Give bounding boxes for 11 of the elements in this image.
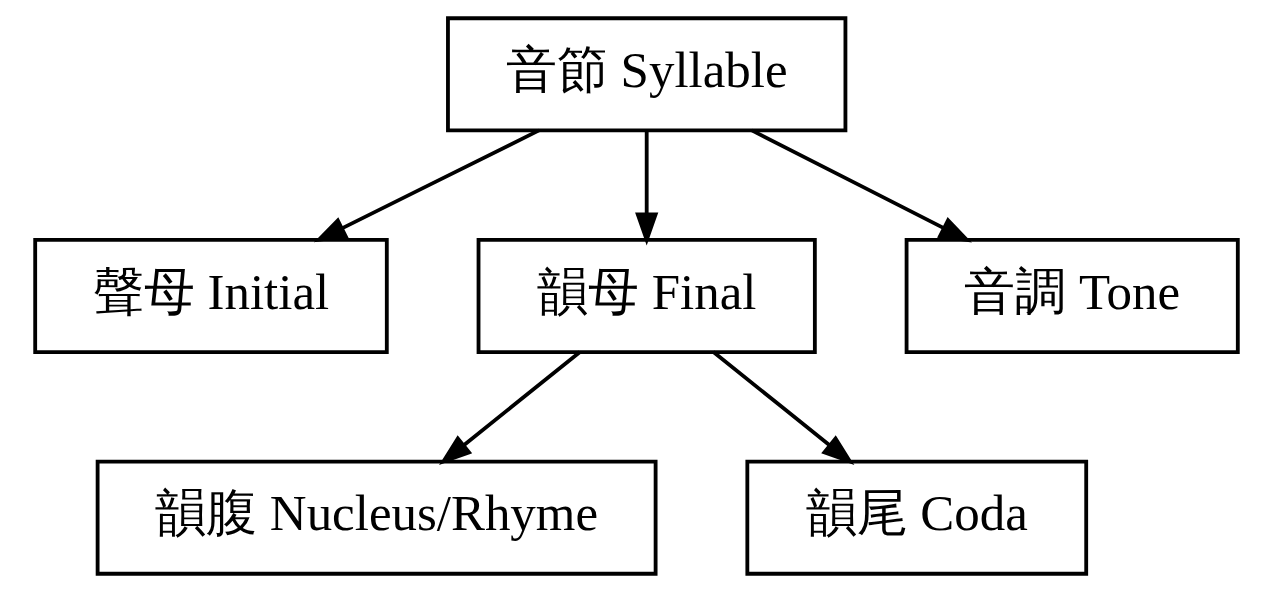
arrow — [313, 128, 540, 243]
arrow — [439, 350, 582, 466]
arrow — [635, 130, 659, 246]
node-box: 韻母 Final — [476, 238, 817, 354]
arrow — [751, 128, 972, 243]
node-box: 韻尾 Coda — [745, 459, 1089, 576]
node-box: 韻腹 Nucleus/Rhyme — [95, 459, 658, 576]
node-box: 聲母 Initial — [33, 238, 389, 354]
node-box: 音節 Syllable — [446, 16, 848, 133]
arrow — [712, 350, 855, 466]
node-box: 音調 Tone — [904, 238, 1240, 354]
